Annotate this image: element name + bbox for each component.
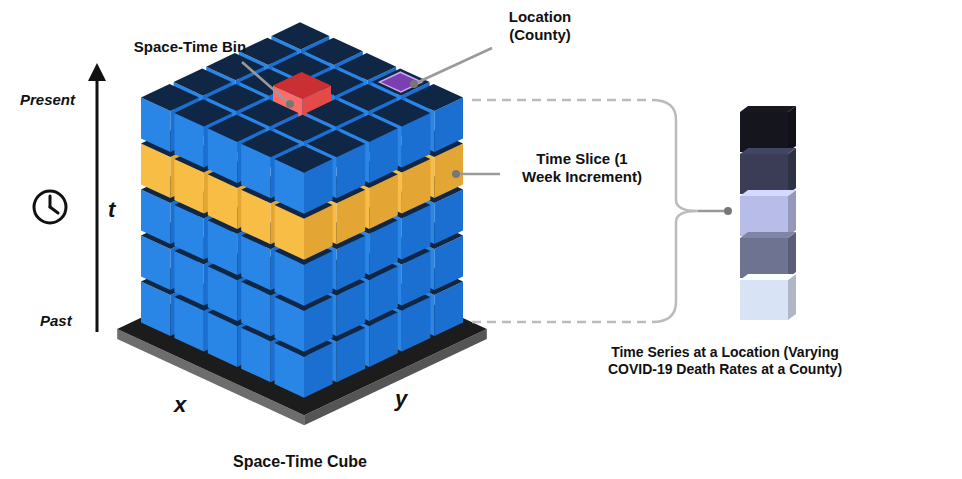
clock-icon — [34, 191, 66, 223]
axis-label: y — [395, 386, 419, 412]
callout-label: Time Slice (1 Week Increment) — [502, 150, 662, 186]
callout-label: Space-Time Bin — [120, 38, 260, 56]
leader-lines — [242, 48, 500, 178]
axis-label: Past — [40, 312, 90, 330]
axis-label: Present — [20, 91, 90, 109]
space-time-cube — [141, 22, 463, 397]
time-axis — [96, 72, 99, 332]
axis-label: x — [174, 392, 198, 418]
series-label: Time Series at a Location (Varying COVID… — [560, 344, 890, 378]
time-series-column — [740, 106, 796, 320]
caption: Space-Time Cube — [190, 452, 410, 471]
bracket — [472, 100, 732, 322]
callout-label: Location (County) — [490, 8, 590, 44]
axis-label: t — [108, 197, 132, 223]
